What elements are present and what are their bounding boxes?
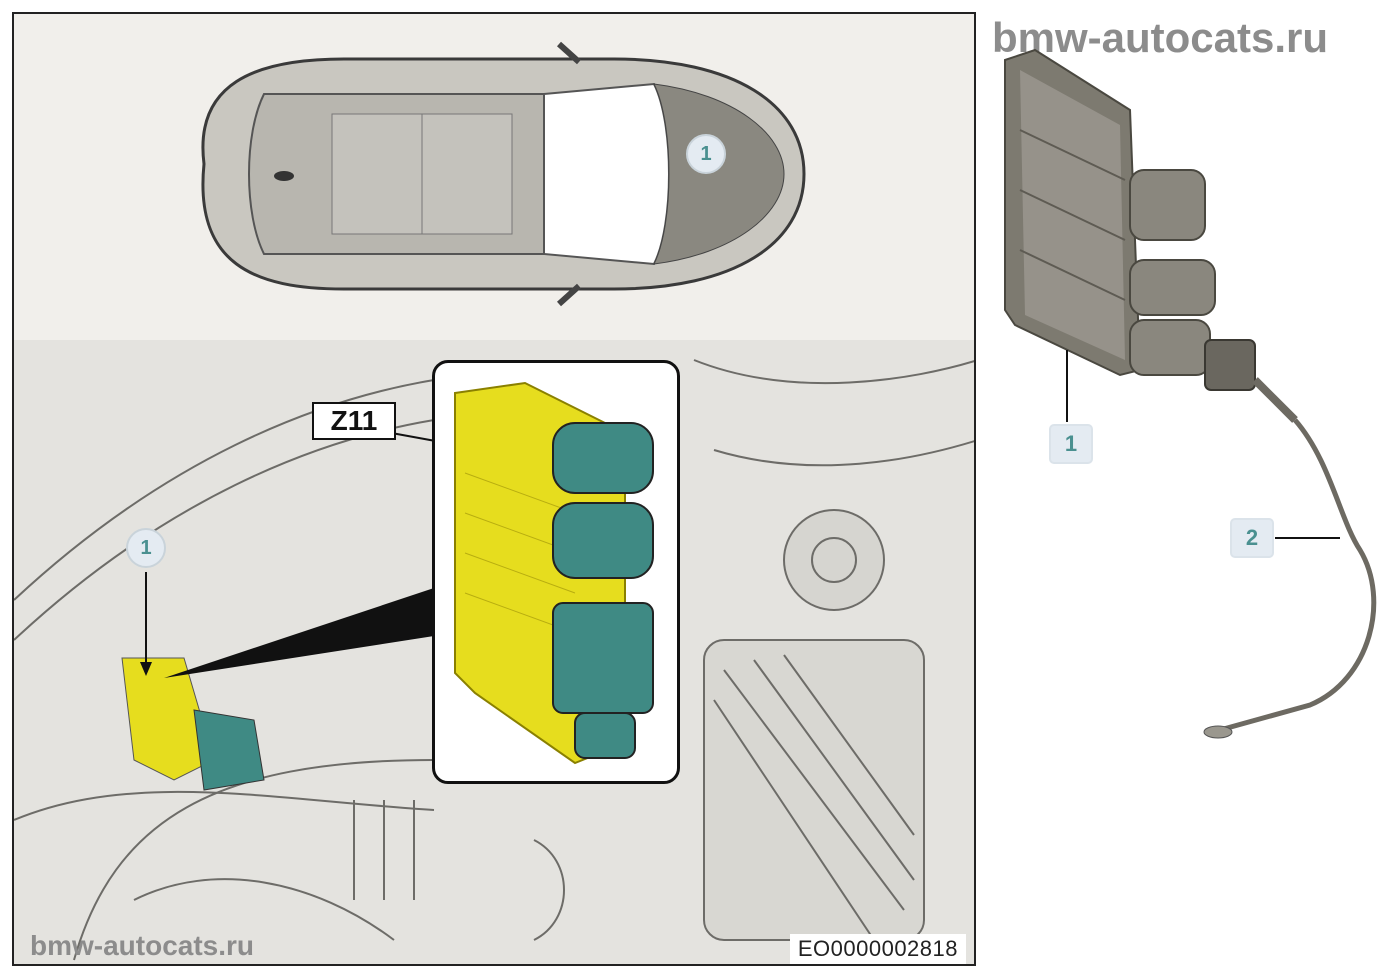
component-illustration [1004,48,1377,739]
image-code: EO0000002818 [789,934,966,964]
callout-number: 1 [700,142,712,165]
z11-module-highlight [454,381,654,765]
vehicle-top-view: 1 [14,14,974,340]
location-diagram-frame: 1 [12,12,976,966]
callout-number: 2 [1245,525,1259,550]
car-top-view-illustration [201,41,806,307]
watermark-top: bmw-autocats.ru [992,14,1329,61]
car-location-callout: 1 [686,134,726,174]
z11-label-text: Z11 [330,405,378,436]
callout-number: 1 [140,536,152,559]
component-callout-1: 1 [1049,424,1093,464]
watermark-bottom: bmw-autocats.ru [30,930,255,961]
engine-bay-view: Z11 1 bmw-autocats.ru EO0000002818 [14,340,974,964]
callout-number: 1 [1064,431,1078,456]
component-callout-2: 2 [1230,518,1274,558]
z11-component-label: Z11 [312,402,396,440]
engine-bay-illustration [14,359,974,961]
engine-bay-callout: 1 [126,528,166,568]
component-detail-inset [432,360,680,784]
